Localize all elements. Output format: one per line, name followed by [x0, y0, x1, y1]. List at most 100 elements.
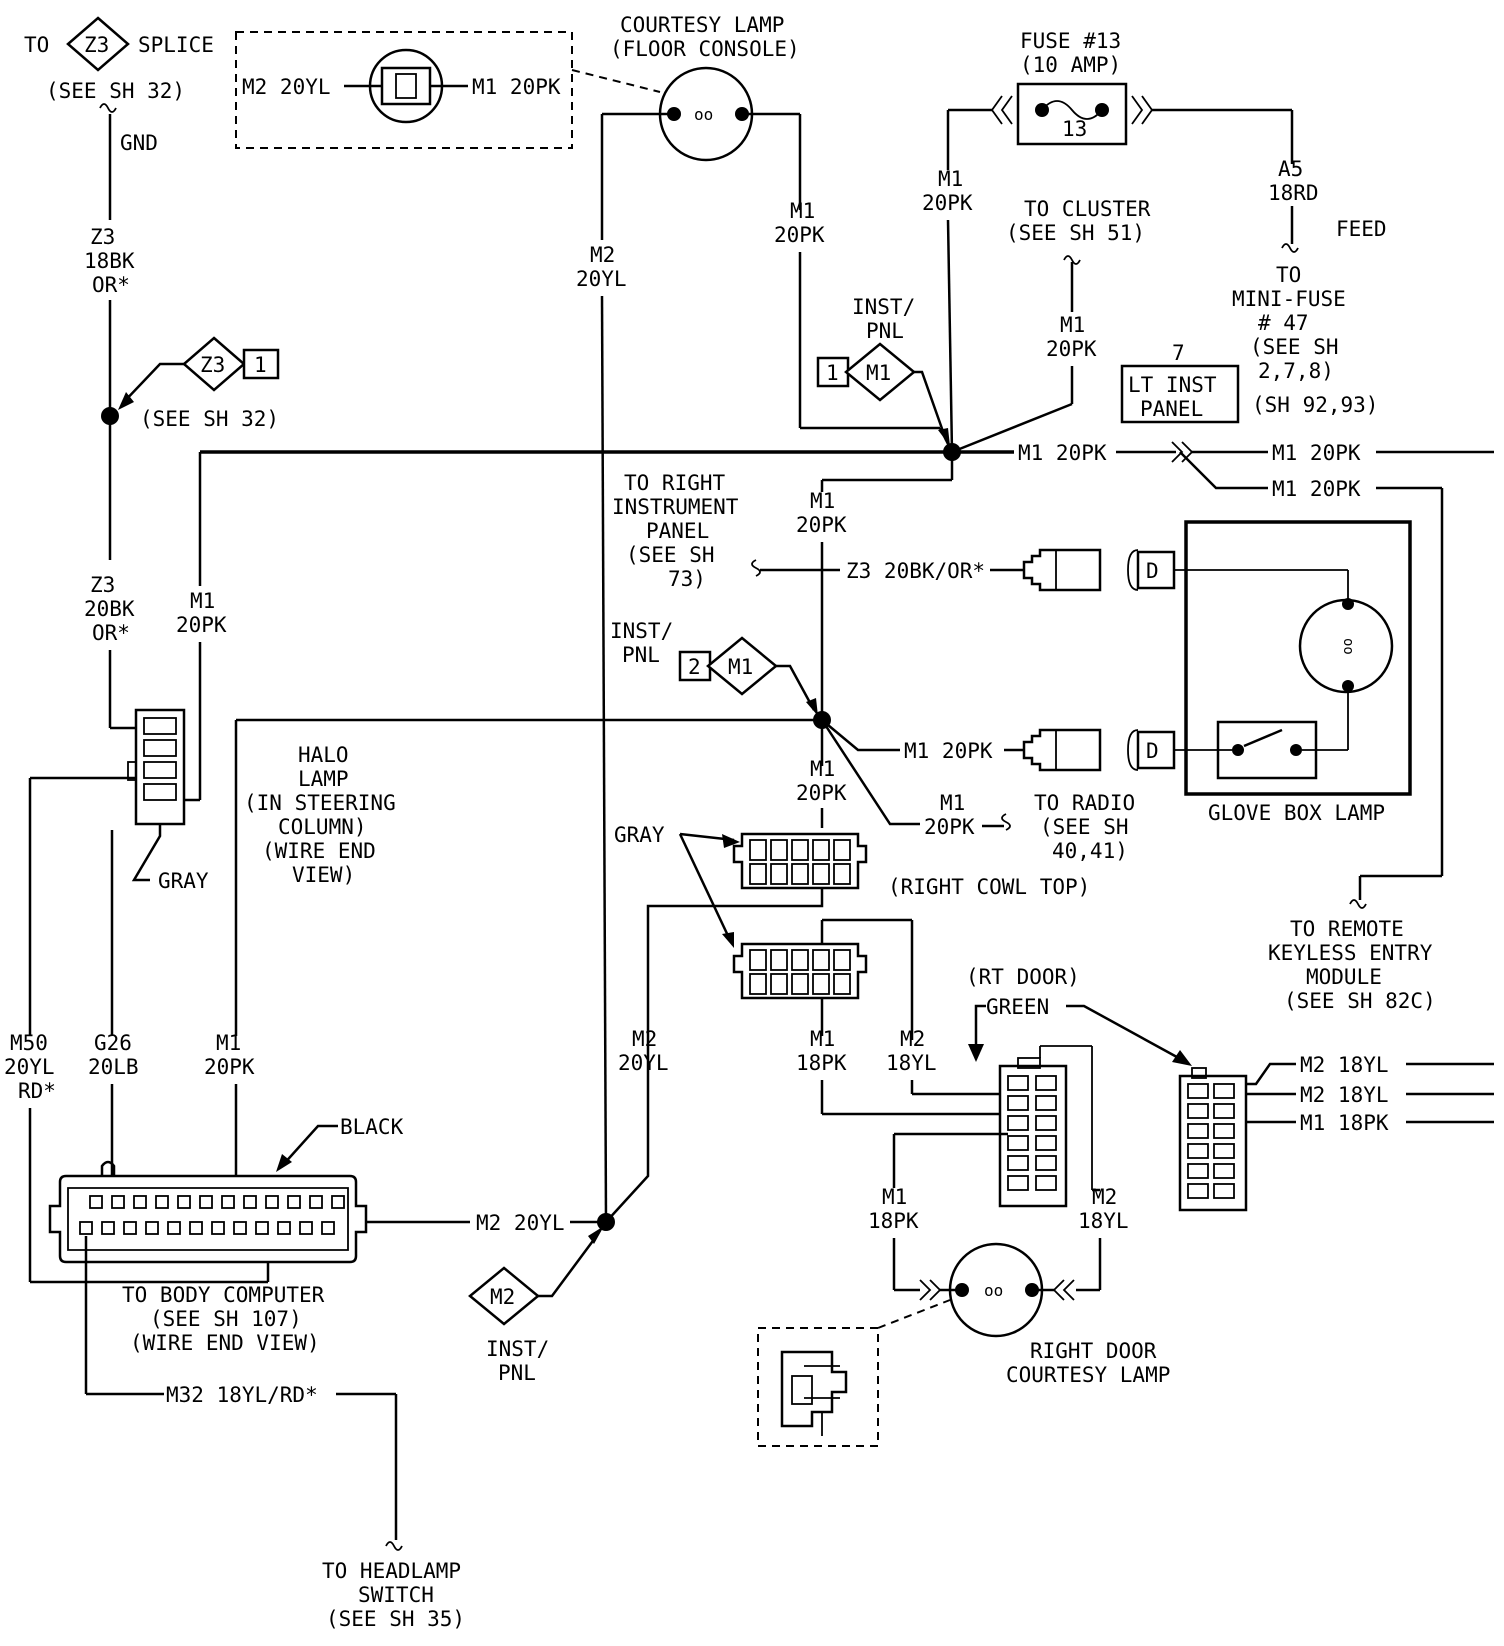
minifuse-label-4: (SEE SH	[1250, 335, 1339, 359]
lt-panel-label-2: PANEL	[1140, 397, 1203, 421]
inst-panel-2-connector: INST/ PNL 2 M1	[610, 619, 818, 716]
door-lamp-icon	[948, 1242, 1044, 1338]
bc-pin	[331, 1195, 345, 1209]
bc-label-2: (SEE SH 107)	[150, 1307, 302, 1331]
wire-break-icon	[1349, 899, 1367, 909]
headlamp-label-3: (SEE SH 35)	[326, 1607, 465, 1631]
halo-label-6: VIEW)	[292, 863, 355, 887]
arrowhead-icon	[938, 428, 950, 446]
wire-break-icon	[1063, 255, 1081, 265]
wire-label-20pk-fuse: 20PK	[922, 191, 973, 215]
bc-latch	[100, 1160, 116, 1176]
minifuse-label-5: 2,7,8)	[1258, 359, 1334, 383]
rke-pins	[1187, 1083, 1235, 1199]
rke-label-1: TO REMOTE	[1290, 917, 1404, 941]
headlamp-label-1: TO HEADLAMP	[322, 1559, 461, 1583]
cavity-pin	[749, 863, 767, 885]
z3-box-1-label: 1	[254, 353, 267, 377]
rke-pin	[1213, 1123, 1235, 1139]
inst-pnl2-label-1: INST/	[610, 619, 673, 643]
wire-label-m32: M32 18YL/RD*	[166, 1383, 318, 1407]
bc-inner	[67, 1187, 349, 1251]
door-pin	[1007, 1095, 1029, 1111]
wire-break-icon	[751, 559, 761, 577]
wire-label-m1-cluster: M1	[1060, 313, 1085, 337]
wire-label-m1-right2: M1 20PK	[1272, 477, 1361, 501]
wire-label-20yl-low: 20YL	[618, 1051, 669, 1075]
bc-pin	[79, 1221, 93, 1235]
z3-splice-reference-2: Z3 1 (SEE SH 32)	[118, 336, 280, 431]
door-pin	[1035, 1175, 1057, 1191]
wire-label-18pk-door: 18PK	[868, 1209, 919, 1233]
cavity-pin	[833, 949, 851, 971]
inst-pnl2-label-2: PNL	[622, 643, 660, 667]
wire-m2-to-cowl	[605, 888, 824, 1223]
fuse-label: FUSE #13	[1020, 29, 1121, 53]
connector-icon	[990, 95, 1013, 125]
connector-plug	[1022, 548, 1102, 592]
wire-label-18yl-door: 18YL	[1078, 1209, 1129, 1233]
cavity-pin	[770, 949, 788, 971]
door-pins	[1007, 1075, 1057, 1191]
wire-label-m1-glove: M1 20PK	[904, 739, 993, 763]
door-inset-frame	[757, 1327, 879, 1447]
wire-label-a5: A5	[1278, 157, 1303, 181]
rke-pin	[1187, 1183, 1209, 1199]
cavity-pin	[791, 839, 809, 861]
cowl-pins	[749, 839, 851, 885]
glove-lamp-terminal-top	[1342, 598, 1354, 610]
door-pin	[1035, 1155, 1057, 1171]
bc-label-1: TO BODY COMPUTER	[122, 1283, 325, 1307]
rke-latch	[1191, 1067, 1207, 1079]
wire-label-20pk-cluster: 20PK	[1046, 337, 1097, 361]
minifuse-label-2: MINI-FUSE	[1232, 287, 1346, 311]
m1-diamond-1-label: M1	[866, 361, 891, 385]
lamp-filament: oo	[694, 105, 713, 124]
glove-box-label: GLOVE BOX LAMP	[1208, 801, 1385, 825]
fuse-number: 13	[1062, 117, 1087, 141]
bc-pin	[167, 1221, 181, 1235]
wire-m1-to-glove	[821, 719, 900, 752]
z3-splice-reference: TO Z3 SPLICE (SEE SH 32) GND	[24, 16, 214, 155]
rt-door-label: (RT DOOR)	[966, 965, 1080, 989]
cowl-label: (RIGHT COWL TOP)	[888, 875, 1090, 899]
rke-label-2: KEYLESS ENTRY	[1268, 941, 1433, 965]
m2-diamond-label: M2	[490, 1285, 515, 1309]
rke-pin	[1187, 1083, 1209, 1099]
lt-panel-sheet: (SH 92,93)	[1252, 393, 1378, 417]
m1-diamond-1	[844, 342, 916, 402]
connector-icon	[1052, 1279, 1075, 1301]
wire-m1-branch	[1179, 451, 1268, 490]
green-pointer-right	[1066, 1004, 1187, 1064]
arrow-m1-2	[776, 664, 816, 711]
lt-panel-box	[1120, 364, 1240, 424]
bc-pin	[321, 1221, 335, 1235]
wire-label-m1-radio: M1	[940, 791, 965, 815]
wire-label-m1-cowl: M1	[810, 757, 835, 781]
inset-bulb-filament	[395, 73, 417, 99]
rip-label-1: TO RIGHT	[624, 471, 726, 495]
glove-box-connector-bottom: D	[1022, 728, 1176, 772]
wire-label-rke-m2b: M2 18YL	[1300, 1083, 1389, 1107]
courtesy-lamp-floor-console: COURTESY LAMP (FLOOR CONSOLE) oo	[610, 13, 800, 162]
rke-pin	[1213, 1143, 1235, 1159]
cavity-pin	[812, 839, 830, 861]
cavity-pin	[791, 973, 809, 995]
inst-pnl3-label-2: PNL	[498, 1361, 536, 1385]
bc-pin	[233, 1221, 247, 1235]
bc-pin	[101, 1221, 115, 1235]
m1-diamond-2	[706, 636, 778, 696]
rt-door-color: GREEN	[986, 995, 1049, 1019]
cavity-pin	[833, 863, 851, 885]
arrow-m1-1	[914, 370, 948, 441]
wire-break-icon	[1281, 243, 1299, 253]
arrowhead-icon	[806, 698, 818, 716]
z3-diamond-mid-label: Z3	[200, 353, 225, 377]
halo-connector-color: GRAY	[158, 869, 209, 893]
green-pointer-left	[974, 1004, 986, 1052]
radio-label-1: TO RADIO	[1034, 791, 1135, 815]
arrowhead-icon	[276, 1154, 292, 1172]
courtesy-lamp-inset: M2 20YL M1 20PK	[235, 31, 661, 149]
connector-receptacle	[1136, 550, 1176, 590]
rke-pin	[1213, 1103, 1235, 1119]
